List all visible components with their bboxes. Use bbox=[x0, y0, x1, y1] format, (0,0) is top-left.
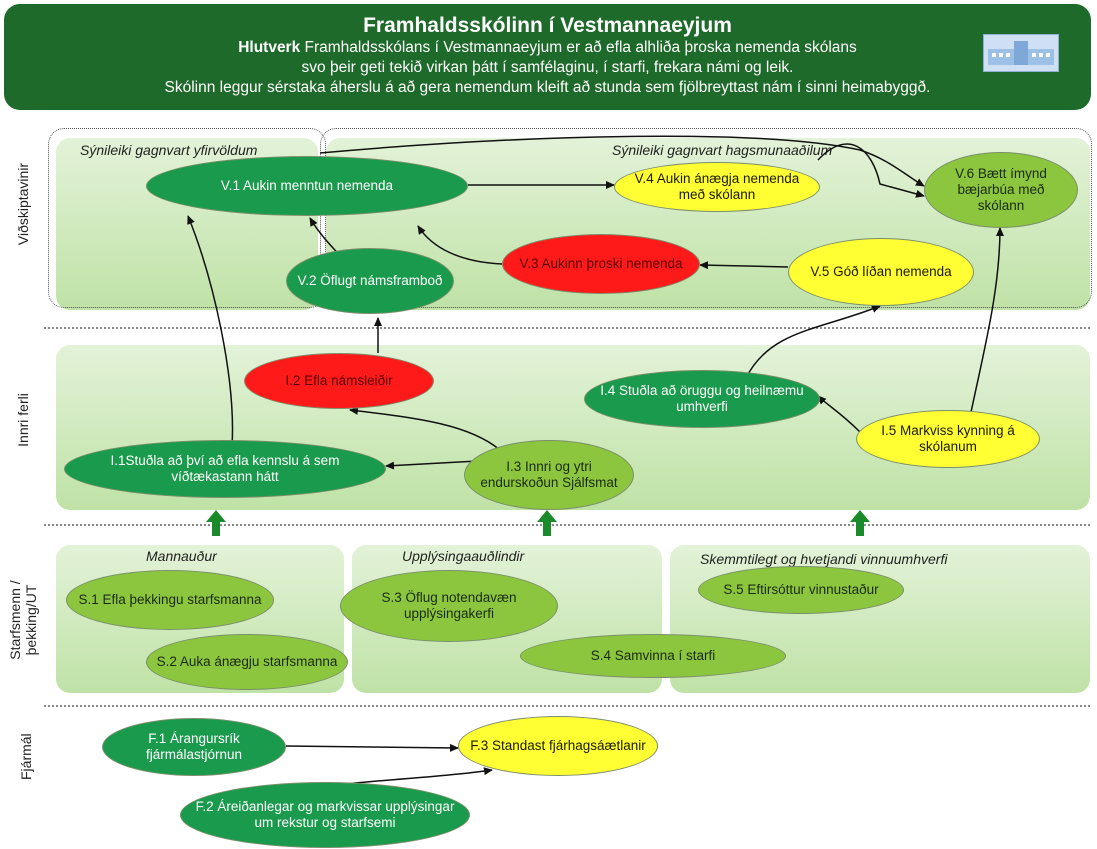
node-s5[interactable]: S.5 Eftirsóttur vinnustaður bbox=[698, 566, 904, 614]
zone-label-workplace: Skemmtilegt og hvetjandi vinnuumhverfi bbox=[700, 551, 948, 567]
divider-3 bbox=[44, 705, 1090, 707]
header-title: Framhaldsskólinn í Vestmannaeyjum bbox=[363, 14, 732, 37]
arrow-i5-v6 bbox=[969, 227, 1004, 418]
node-i3[interactable]: I.3 Innri og ytri endurskoðun Sjálfsmat bbox=[464, 440, 634, 510]
node-s3[interactable]: S.3 Öflug notendavæn upplýsingakerfi bbox=[340, 570, 558, 642]
up-arrow-middle bbox=[537, 510, 557, 538]
arrow-v4-v6 bbox=[817, 143, 925, 198]
up-arrow-right bbox=[850, 510, 870, 538]
node-v2[interactable]: V.2 Öflugt námsframboð bbox=[286, 248, 454, 314]
arrow-v1-v6 bbox=[319, 135, 925, 187]
up-arrow-left bbox=[206, 510, 226, 538]
node-s1[interactable]: S.1 Efla þekkingu starfsmanna bbox=[66, 570, 274, 630]
node-v6[interactable]: V.6 Bætt ímynd bæjarbúa með skólann bbox=[924, 152, 1078, 228]
node-v4[interactable]: V.4 Aukin ánægja nemenda með skólann bbox=[614, 162, 820, 212]
header-line-1-bold: Hlutverk bbox=[238, 39, 301, 56]
node-f3[interactable]: F.3 Standast fjárhagsáætlanir bbox=[458, 716, 658, 776]
node-i2[interactable]: I.2 Efla námsleiðir bbox=[244, 353, 434, 409]
arrow-i5-i4 bbox=[817, 395, 861, 433]
arrow-v3-v1 bbox=[417, 225, 503, 265]
zone-label-stakeholders: Sýnileiki gagnvart hagsmunaaðilum bbox=[612, 142, 833, 158]
zone-label-human: Mannauður bbox=[146, 548, 217, 564]
node-s2[interactable]: S.2 Auka ánægju starfsmanna bbox=[146, 634, 348, 690]
node-i4[interactable]: I.4 Stuðla að öruggu og heilnæmu umhverf… bbox=[584, 370, 820, 428]
node-f1[interactable]: F.1 Árangursrík fjármálastjórnun bbox=[102, 718, 286, 776]
divider-1 bbox=[44, 327, 1090, 329]
node-v3[interactable]: V.3 Aukinn þroski nemenda bbox=[502, 234, 700, 294]
arrow-i1-v1 bbox=[187, 215, 234, 447]
header-line-1-rest: Framhaldsskólans í Vestmannaeyjum er að … bbox=[300, 39, 857, 56]
node-f2[interactable]: F.2 Áreiðanlegar og markvissar upplýsing… bbox=[180, 782, 470, 848]
frame-stakeholders bbox=[320, 128, 1092, 308]
divider-2 bbox=[44, 524, 1090, 526]
header-line-2: svo þeir geti tekið virkan þátt í samfél… bbox=[301, 59, 794, 76]
arrow-v5-v3 bbox=[699, 261, 789, 270]
zone-label-authorities: Sýnileiki gagnvart yfirvöldum bbox=[80, 142, 258, 158]
arrow-i4-v5 bbox=[745, 305, 881, 379]
header-line-3: Skólinn leggur sérstaka áherslu á að ger… bbox=[164, 79, 931, 96]
arrow-f1-f3 bbox=[285, 743, 459, 752]
node-s4[interactable]: S.4 Samvinna í starfi bbox=[520, 634, 786, 678]
zone-label-info: Upplýsingaauðlindir bbox=[402, 548, 525, 564]
node-v1[interactable]: V.1 Aukin menntun nemenda bbox=[146, 156, 468, 216]
arrow-i3-i2 bbox=[349, 406, 501, 451]
header-line-1: Hlutverk Framhaldsskólans í Vestmannaeyj… bbox=[4, 38, 1091, 58]
node-i5[interactable]: I.5 Markviss kynning á skólanum bbox=[856, 410, 1040, 468]
header-banner: Framhaldsskólinn í Vestmannaeyjum Hlutve… bbox=[4, 4, 1091, 110]
frame-authorities bbox=[48, 128, 326, 308]
node-v5[interactable]: V.5 Góð líðan nemenda bbox=[788, 238, 974, 306]
node-i1[interactable]: I.1Stuðla að því að efla kennslu á sem v… bbox=[64, 440, 386, 498]
school-building-logo bbox=[983, 34, 1059, 72]
